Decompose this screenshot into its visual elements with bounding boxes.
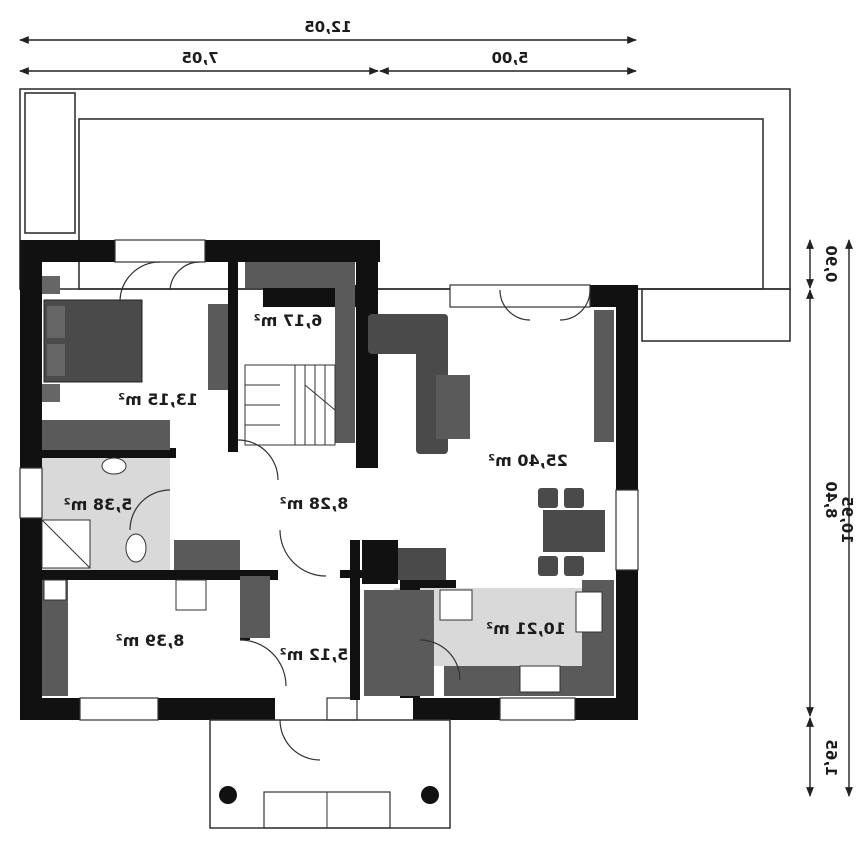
area-kitchen: 10,21 m² [486, 619, 566, 638]
room-labels: 13,15 m² 6,17 m² 25,40 m² 5,38 m² 8,28 m… [64, 311, 568, 664]
porch [209, 719, 451, 829]
dim-porch-depth: 1,65 [822, 739, 840, 776]
dim-right-width: 5,00 [491, 49, 528, 67]
dim-terrace-depth: 0,90 [822, 245, 840, 282]
dim-total-depth: 10,95 [838, 496, 856, 543]
dim-left-width: 7,05 [181, 49, 218, 67]
furniture [41, 262, 614, 696]
walls [20, 240, 638, 720]
area-bathroom: 5,38 m² [64, 495, 133, 514]
dimension-labels: 12,05 7,05 5,00 0,90 8,40 1,65 10,95 [181, 18, 856, 777]
doors [119, 261, 591, 761]
dim-total-width: 12,05 [304, 18, 351, 36]
area-bedroom: 13,15 m² [118, 390, 198, 409]
area-hall: 8,28 m² [280, 494, 349, 513]
terrace [19, 88, 791, 342]
area-room: 8,39 m² [116, 631, 185, 650]
area-vestibule: 5,12 m² [280, 645, 349, 664]
dim-main-depth: 8,40 [822, 481, 840, 518]
dimension-lines [19, 36, 853, 797]
area-living: 25,40 m² [488, 451, 568, 470]
drawing-mirrored [19, 88, 791, 829]
windows [19, 239, 639, 721]
area-staircase: 6,17 m² [254, 311, 323, 330]
